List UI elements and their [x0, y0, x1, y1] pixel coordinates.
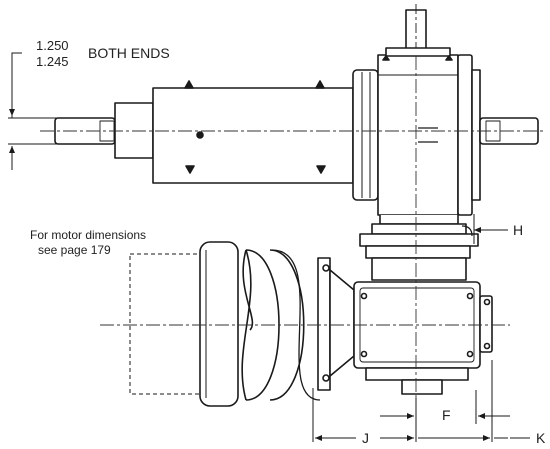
motor-note-line1: For motor dimensions: [30, 228, 147, 242]
left-shaft-collar: [114, 102, 154, 159]
label-f: F: [442, 407, 451, 423]
h-dimension-leader: [473, 214, 508, 244]
shaft-diameter-dimension: [8, 52, 60, 170]
motor-dashed-outline: [129, 253, 211, 395]
motor-mount-plate: [317, 257, 355, 391]
top-input-shaft: [405, 4, 427, 55]
center-lines: [40, 56, 545, 440]
upper-gearbox-body: [377, 47, 459, 216]
adapter-neck: [359, 215, 479, 281]
label-j: J: [362, 430, 369, 446]
lower-extension-lines: [312, 360, 493, 442]
label-k: K: [536, 430, 546, 446]
right-flange-plate: [457, 54, 481, 216]
extension-housing: [152, 80, 354, 184]
housing-flange: [352, 69, 379, 201]
tolerance-lower: 1.245: [36, 54, 69, 69]
bottom-stub-shaft: [401, 379, 443, 395]
lower-gearbox-body: [353, 281, 481, 381]
tolerance-upper: 1.250: [36, 38, 69, 53]
motor-note-line2: see page 179: [38, 243, 111, 257]
label-h: H: [513, 222, 524, 238]
lower-end-cover: [479, 295, 493, 353]
motor-end-cap: [199, 241, 239, 407]
tolerance-note: BOTH ENDS: [88, 45, 170, 61]
